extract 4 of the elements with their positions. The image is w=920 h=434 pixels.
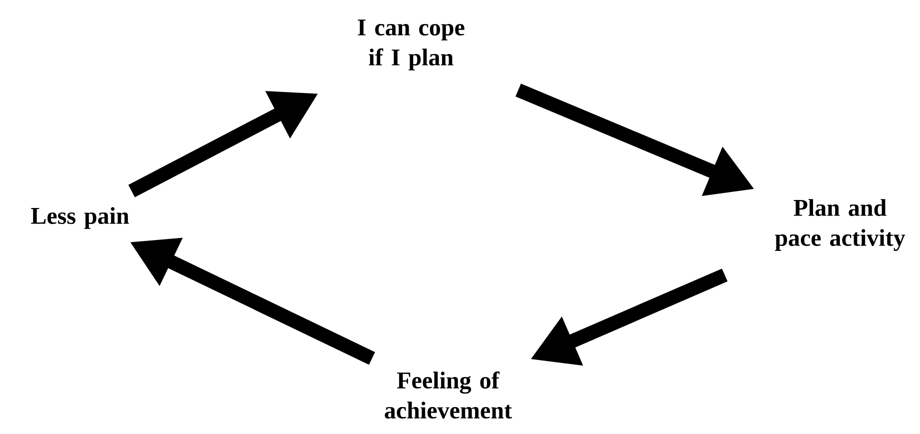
node-label: Plan and pace activity (775, 199, 906, 251)
node-label: Feeling of achievement (384, 371, 512, 419)
node-label: Less pain (31, 207, 129, 229)
node-label: I can cope if I plan (358, 20, 464, 70)
